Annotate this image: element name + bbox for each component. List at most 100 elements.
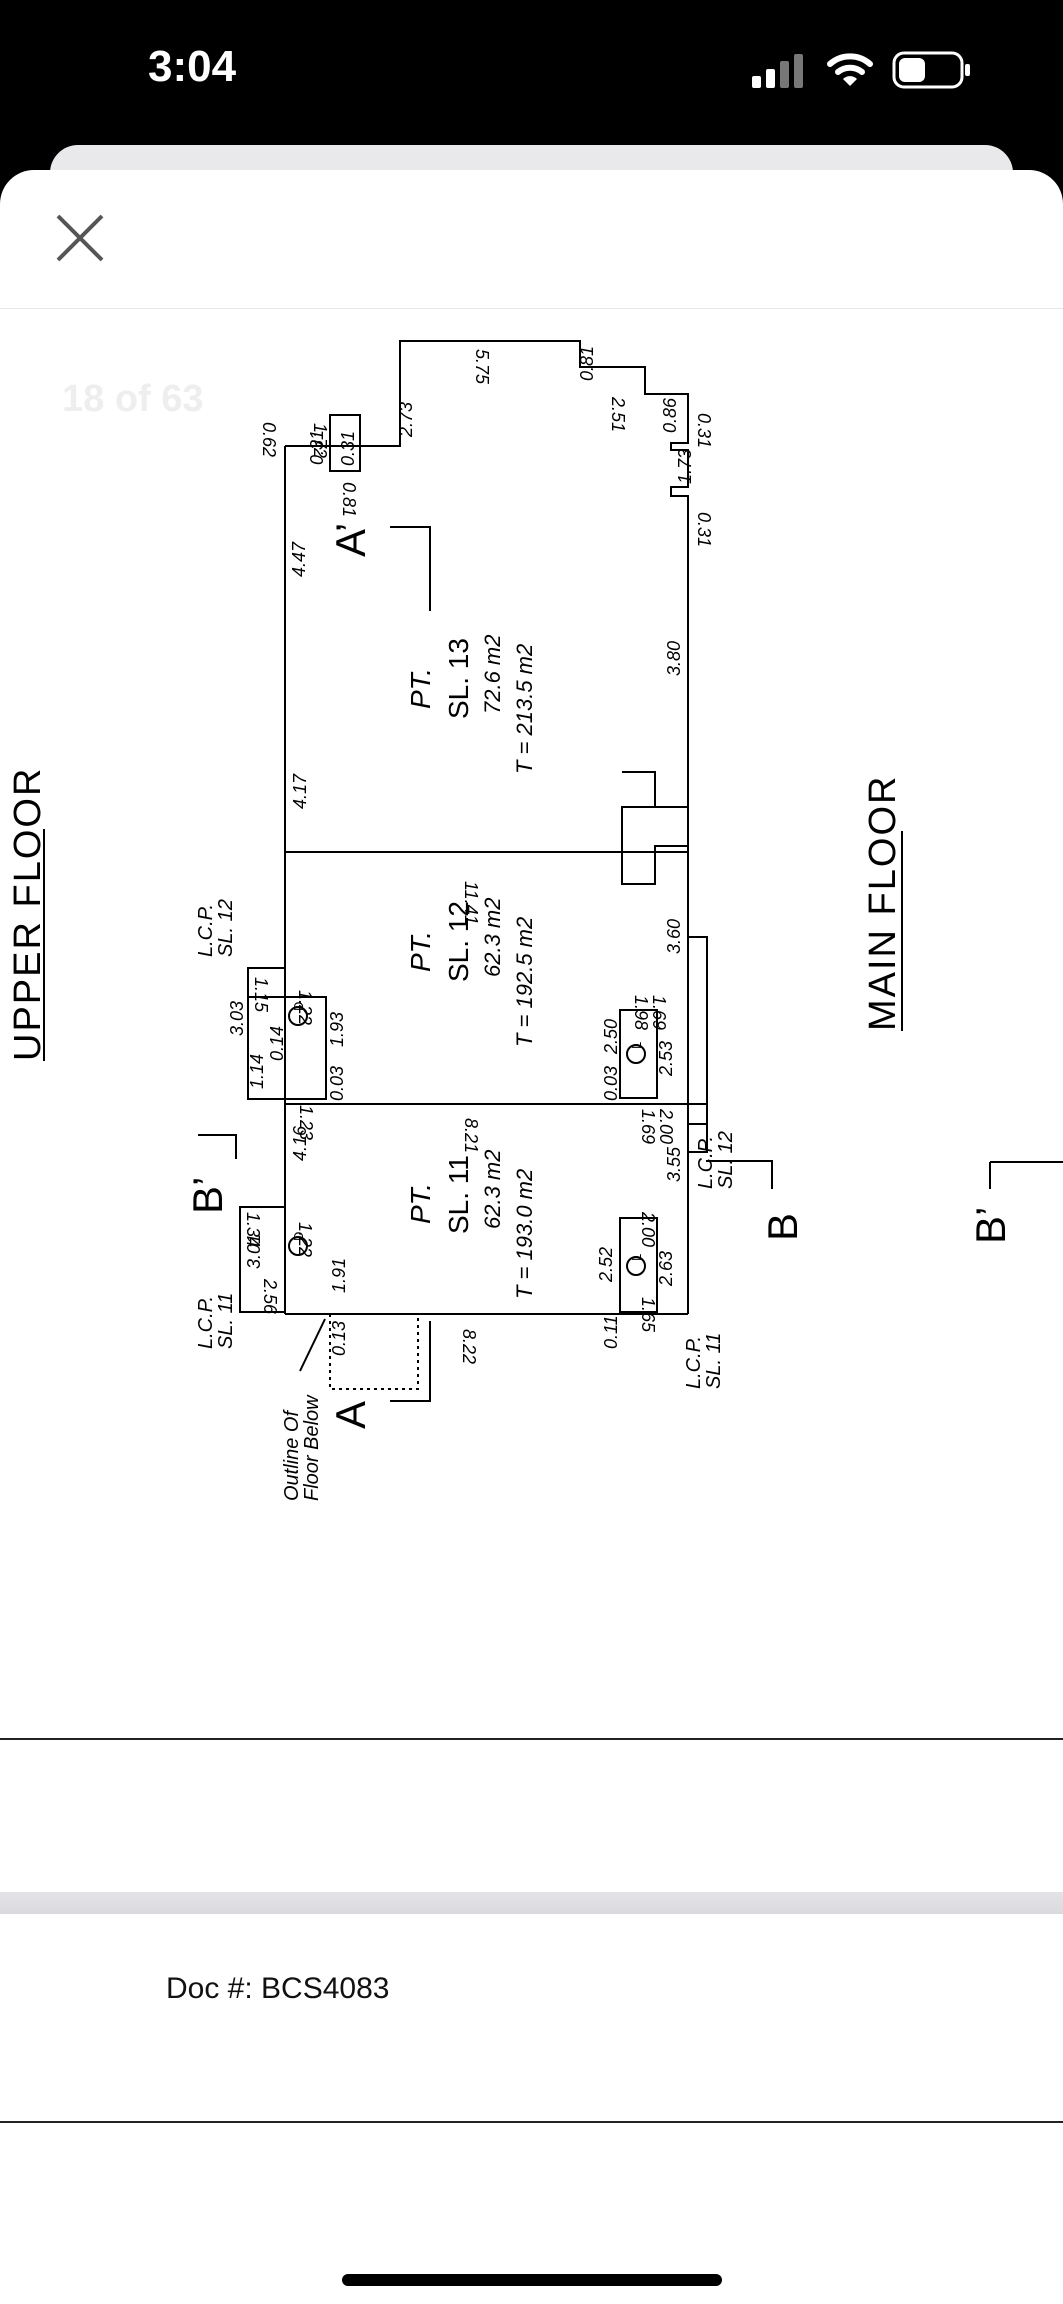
close-icon[interactable] (52, 210, 108, 266)
unit-12-total: T = 192.5 m2 (512, 917, 537, 1047)
lcp-upper-sl11-number: SL. 11 (215, 1293, 237, 1349)
page-separator (0, 1892, 1063, 1914)
section-b-label: B (759, 1213, 806, 1241)
battery-icon (892, 51, 970, 89)
dim-2-00-b: 2.00 (638, 1211, 658, 1247)
page-indicator: 18 of 63 (62, 378, 204, 420)
lcp-upper-sl11-label: L.C.P. (195, 1296, 217, 1349)
dim-0-14: 0.14 (267, 1026, 287, 1061)
unit-12-area: 62.3 m2 (480, 898, 505, 978)
unit-11-total: T = 193.0 m2 (512, 1169, 537, 1299)
section-a-label: A (327, 1401, 374, 1429)
unit-12-pt: PT. (405, 931, 436, 972)
unit-13-area: 72.6 m2 (480, 635, 505, 715)
plan-outline (285, 340, 708, 1125)
section-b-prime-lower-label: B’ (967, 1207, 1014, 1244)
wifi-icon (827, 53, 873, 86)
dim-1-65: 1.65 (638, 1297, 658, 1333)
lcp-lower-sl12-number: SL. 12 (715, 1131, 737, 1189)
dim-1-22-upper-11: 1.22 (295, 1222, 315, 1257)
dim-8-22: 8.22 (459, 1329, 479, 1364)
dim-4-47: 4.47 (289, 541, 309, 577)
dim-3-55: 3.55 (664, 1146, 684, 1182)
unit-13-labels: PT. SL. 13 72.6 m2 T = 213.5 m2 (405, 635, 537, 775)
outline-label-line2: Floor Below (301, 1394, 323, 1501)
dim-4-16: 4.16 (290, 1125, 310, 1161)
dim-0-11: 0.11 (601, 1315, 621, 1349)
dimension-labels: 5.75 2.73 0.81 0.81 0.62 1.72 0.31 0.31 … (227, 346, 714, 1364)
dim-2-73: 2.73 (396, 402, 416, 438)
unit-11-sl: SL. 11 (443, 1155, 474, 1234)
dim-0-13: 0.13 (329, 1321, 349, 1356)
dim-1-93: 1.93 (327, 1012, 347, 1047)
dim-3-01: 3.01 (244, 1234, 264, 1269)
dim-0-31-c: 0.31 (694, 413, 714, 448)
symbol-d-upper-12: D (291, 1002, 306, 1011)
dim-2-53: 2.53 (656, 1041, 676, 1077)
dim-2-51: 2.51 (608, 396, 628, 432)
dim-1-69-a: 1.69 (649, 995, 669, 1030)
dim-1-22-upper-12: 1.22 (295, 990, 315, 1025)
dim-1-98: 1.98 (631, 995, 651, 1030)
dim-1-91: 1.91 (329, 1258, 349, 1293)
dim-0-86: 0.86 (660, 397, 680, 433)
dim-0-31-a: 0.31 (307, 430, 327, 465)
status-bar: 3:04 (0, 0, 1063, 140)
outline-label-line1: Outline Of (281, 1409, 303, 1501)
cellular-signal-icon (752, 54, 803, 88)
lcp-upper-sl12-label: L.C.P. (195, 904, 217, 957)
dim-0-81-mid: 0.81 (339, 482, 359, 517)
symbol-d-upper-11: D (291, 1232, 306, 1241)
dim-3-03: 3.03 (227, 1001, 247, 1036)
dim-11-41: 11.41 (461, 881, 481, 925)
dim-2-52: 2.52 (596, 1247, 616, 1283)
dim-1-23: 1.23 (296, 1105, 316, 1140)
document-viewer-sheet: UPPER FLOOR MAIN FLOOR A’ A B’ B B’ Outl… (0, 170, 1063, 2304)
dim-4-17: 4.17 (290, 773, 310, 809)
dim-0-03-lower: 0.03 (601, 1066, 621, 1101)
dim-1-34: 1.34 (243, 1212, 263, 1247)
lcp-lower-sl11-number: SL. 11 (703, 1333, 725, 1389)
dim-5-75: 5.75 (472, 349, 492, 385)
dim-1-14: 1.14 (247, 1054, 267, 1089)
lcp-lower-sl11-label: L.C.P. (683, 1336, 705, 1389)
dim-1-73: 1.73 (675, 449, 695, 484)
symbol-l-lower-12: L (629, 1042, 644, 1049)
dim-2-56: 2.56 (260, 1278, 280, 1315)
unit-13-sl: SL. 13 (443, 638, 474, 719)
dim-0-81-top: 0.81 (577, 346, 597, 381)
dim-0-31-d: 0.31 (694, 512, 714, 547)
header-divider (0, 308, 1063, 309)
dim-0-03-upper: 0.03 (327, 1066, 347, 1101)
document-divider-bottom (0, 2121, 1063, 2123)
dim-0-31-b: 0.31 (338, 431, 358, 466)
dim-0-62: 0.62 (259, 422, 279, 457)
section-b-prime-upper-label: B’ (184, 1177, 231, 1214)
status-time: 3:04 (148, 42, 237, 91)
document-divider-top (0, 1738, 1063, 1740)
strata-plan-drawing[interactable]: UPPER FLOOR MAIN FLOOR A’ A B’ B B’ Outl… (0, 309, 1063, 1729)
home-indicator[interactable] (342, 2274, 722, 2286)
main-floor-label: MAIN FLOOR (862, 775, 904, 1031)
dim-3-80: 3.80 (664, 641, 684, 676)
unit-13-total: T = 213.5 m2 (512, 644, 537, 774)
upper-floor-label: UPPER FLOOR (7, 767, 49, 1061)
unit-11-area: 62.3 m2 (480, 1150, 505, 1230)
dim-2-50: 2.50 (601, 1019, 621, 1055)
unit-13-pt: PT. (405, 668, 436, 709)
dim-8-21: 8.21 (461, 1118, 481, 1153)
section-a-prime-label: A’ (327, 523, 374, 557)
symbol-l-lower-11: L (629, 1254, 644, 1261)
unit-12-sl: SL. 12 (443, 901, 474, 982)
dim-3-60: 3.60 (664, 919, 684, 954)
dim-1-72: 1.72 (310, 423, 330, 458)
dim-2-63: 2.63 (656, 1251, 676, 1287)
dim-2-00-a: 2.00 (656, 1108, 676, 1144)
unit-11-pt: PT. (405, 1183, 436, 1224)
unit-12-labels: PT. SL. 12 62.3 m2 T = 192.5 m2 (405, 898, 537, 1048)
document-number: Doc #: BCS4083 (166, 1972, 390, 2005)
lcp-lower-sl12-label: L.C.P. (695, 1136, 717, 1189)
unit-11-labels: PT. SL. 11 62.3 m2 T = 193.0 m2 (405, 1150, 537, 1300)
lcp-upper-sl12-number: SL. 12 (215, 899, 237, 957)
dim-1-69-b: 1.69 (638, 1109, 658, 1144)
